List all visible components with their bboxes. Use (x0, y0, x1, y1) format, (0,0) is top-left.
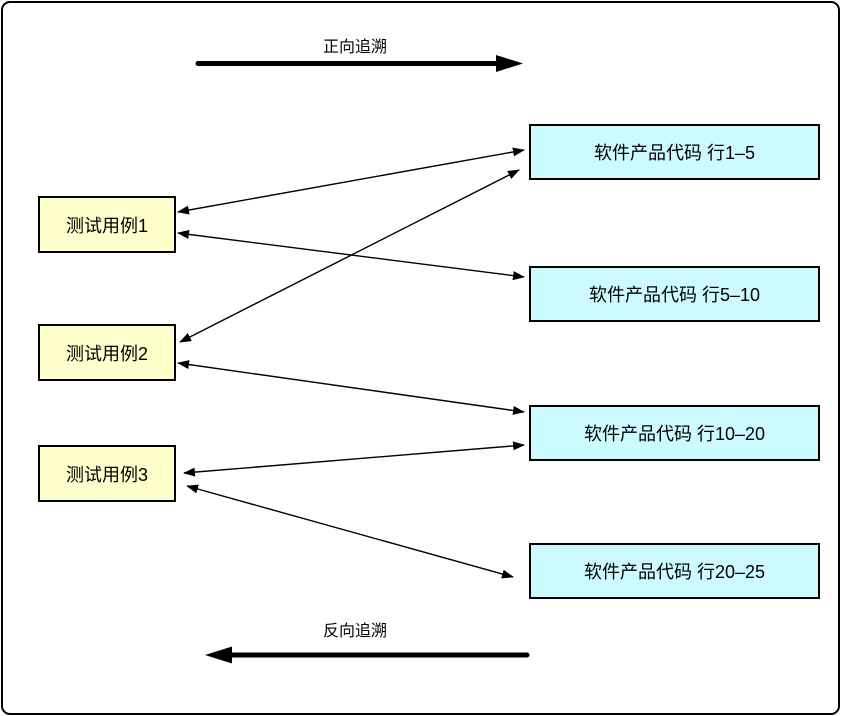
trace-arrow-test-case-3-code-20-25 (186, 484, 514, 579)
forward-trace-arrow (195, 55, 523, 72)
test-case-3-box: 测试用例3 (38, 445, 176, 502)
trace-arrow-test-case-3-code-10-20 (183, 441, 525, 477)
code-block-1-5-box: 软件产品代码 行1–5 (529, 124, 820, 180)
trace-arrow-test-case-2-code-1-5 (179, 169, 520, 343)
code-block-20-25-box: 软件产品代码 行20–25 (529, 543, 820, 599)
forward-trace-label: 正向追溯 (322, 39, 387, 56)
trace-arrow-test-case-1-code-1-5 (177, 147, 525, 215)
backward-trace-label: 反向追溯 (322, 623, 387, 640)
test-case-1-box: 测试用例1 (38, 196, 176, 253)
backward-trace-arrow (205, 646, 530, 664)
trace-edges (177, 147, 525, 579)
code-block-5-10-box: 软件产品代码 行5–10 (529, 266, 820, 322)
trace-arrow-test-case-1-code-5-10 (177, 229, 525, 281)
code-block-10-20-box: 软件产品代码 行10–20 (529, 405, 820, 461)
test-case-2-box: 测试用例2 (38, 324, 176, 381)
trace-arrow-test-case-2-code-10-20 (177, 360, 525, 415)
